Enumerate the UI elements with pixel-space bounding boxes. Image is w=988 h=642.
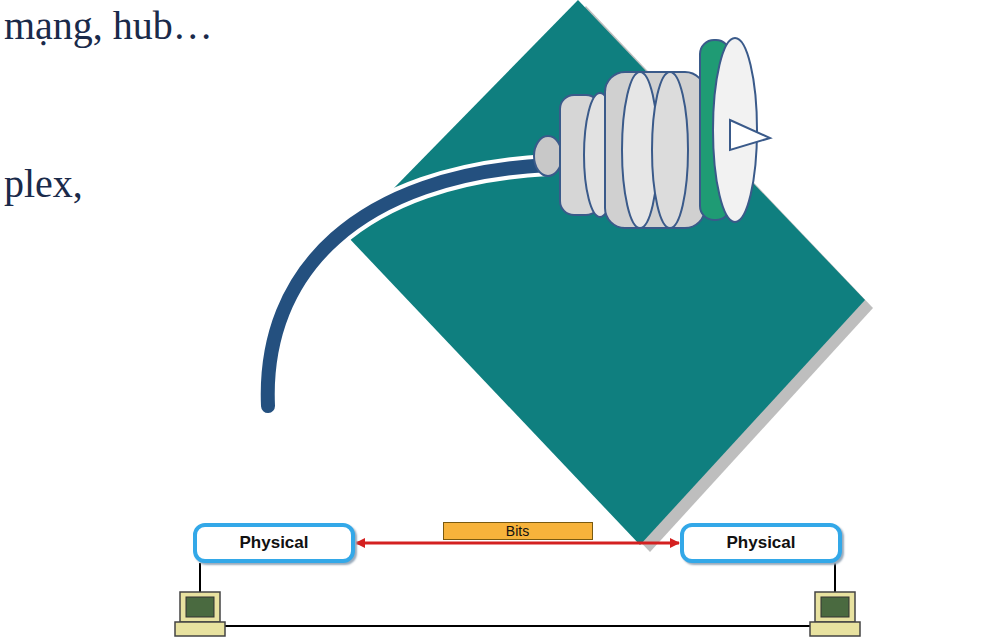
wire [199,563,201,592]
teal-diamond [347,0,865,545]
edge-label: Bits [443,522,593,540]
slide-text: mạng, hub… [4,2,213,49]
bit-arrow [356,542,679,545]
layer-name: Physical [240,533,309,553]
computer-icon [175,592,225,636]
layer-box: Physical [193,523,355,563]
wire [834,563,836,592]
layer-box: Physical [680,523,842,563]
network-cable [200,625,840,627]
cable [268,165,548,406]
slide-text: plex, [4,160,83,207]
layer-name: Physical [727,533,796,553]
cable [268,165,548,406]
cable-connector [534,38,770,228]
computer-icon [810,592,860,636]
